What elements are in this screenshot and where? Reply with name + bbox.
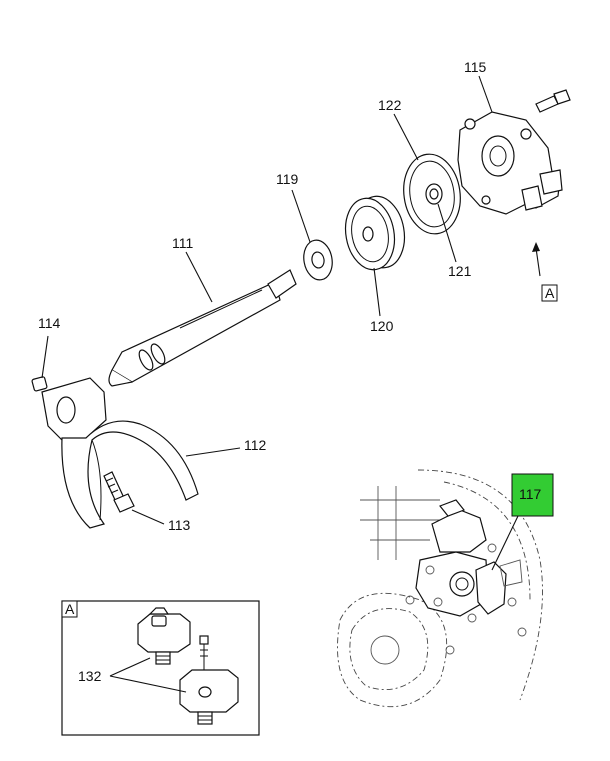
- inset-a-label: A: [65, 601, 75, 617]
- switch-132-lower[interactable]: [179, 669, 239, 725]
- housing-115[interactable]: [457, 111, 563, 215]
- callout-117[interactable]: 117: [491, 473, 554, 571]
- callout-120[interactable]: 120: [370, 267, 394, 334]
- label-117: 117: [519, 486, 542, 502]
- label-113: 113: [168, 517, 191, 533]
- shift-fork-112[interactable]: [41, 377, 199, 529]
- switch-132-upper[interactable]: [137, 607, 191, 665]
- callout-122[interactable]: 122: [378, 97, 419, 161]
- bolt-113[interactable]: [103, 471, 135, 513]
- label-114: 114: [38, 315, 61, 331]
- inset-view-a: A 132: [61, 600, 260, 736]
- label-119: 119: [276, 171, 299, 187]
- label-122: 122: [378, 97, 402, 113]
- label-112: 112: [244, 437, 267, 453]
- washer-119[interactable]: [301, 238, 336, 282]
- callout-121[interactable]: 121: [437, 203, 472, 279]
- callout-113[interactable]: 113: [131, 509, 191, 533]
- callout-132[interactable]: 132: [78, 657, 187, 693]
- location-view: [337, 469, 543, 708]
- shift-shaft-111[interactable]: [108, 269, 297, 387]
- callout-115[interactable]: 115: [464, 59, 493, 113]
- highlight-box-117: [511, 473, 554, 517]
- callout-119[interactable]: 119: [276, 171, 311, 243]
- label-111: 111: [172, 235, 193, 251]
- switch-screw[interactable]: [199, 635, 209, 672]
- bushing-121[interactable]: [425, 183, 443, 205]
- label-120: 120: [370, 318, 394, 334]
- housing-bolt[interactable]: [535, 89, 571, 113]
- label-115: 115: [464, 59, 487, 75]
- callout-112[interactable]: 112: [185, 437, 267, 457]
- label-132: 132: [78, 668, 102, 684]
- view-a-arrow: A: [532, 242, 558, 302]
- view-a-arrow-label: A: [545, 285, 555, 301]
- callout-114[interactable]: 114: [38, 315, 61, 379]
- callout-111[interactable]: 111: [172, 235, 213, 303]
- label-121: 121: [448, 263, 472, 279]
- gear-120[interactable]: [340, 192, 410, 273]
- bolt-114[interactable]: [31, 376, 48, 392]
